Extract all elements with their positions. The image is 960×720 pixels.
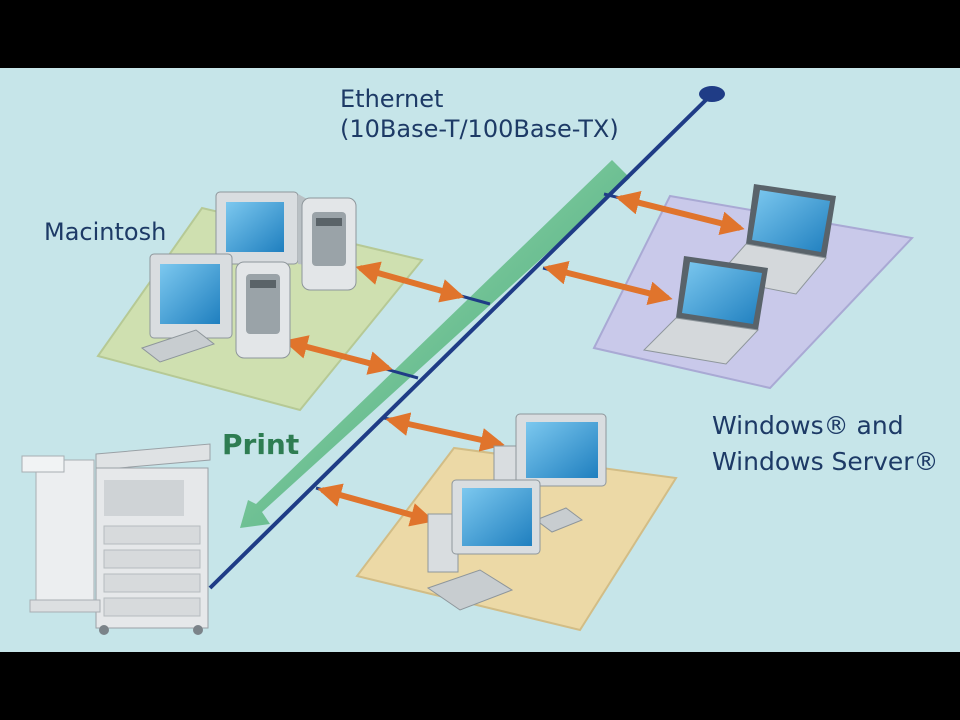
- print-label: Print: [222, 428, 299, 461]
- connector-pc-1: [384, 418, 500, 444]
- ethernet-label-line2: (10Base-T/100Base-TX): [340, 114, 619, 144]
- mac-tower-1: [302, 198, 356, 290]
- diagram-canvas: [0, 68, 960, 652]
- windows-label: Windows® and Windows Server®: [712, 408, 939, 480]
- ethernet-terminator: [699, 86, 725, 102]
- windows-label-line1: Windows® and: [712, 408, 939, 444]
- macintosh-label: Macintosh: [44, 218, 166, 246]
- ethernet-label: Ethernet (10Base-T/100Base-TX): [340, 84, 619, 144]
- windows-label-line2: Windows Server®: [712, 444, 939, 480]
- mac-tower-2: [236, 262, 290, 358]
- network-diagram: Ethernet (10Base-T/100Base-TX) Macintosh…: [0, 68, 960, 652]
- multifunction-printer-icon: [22, 444, 210, 635]
- ethernet-label-line1: Ethernet: [340, 84, 619, 114]
